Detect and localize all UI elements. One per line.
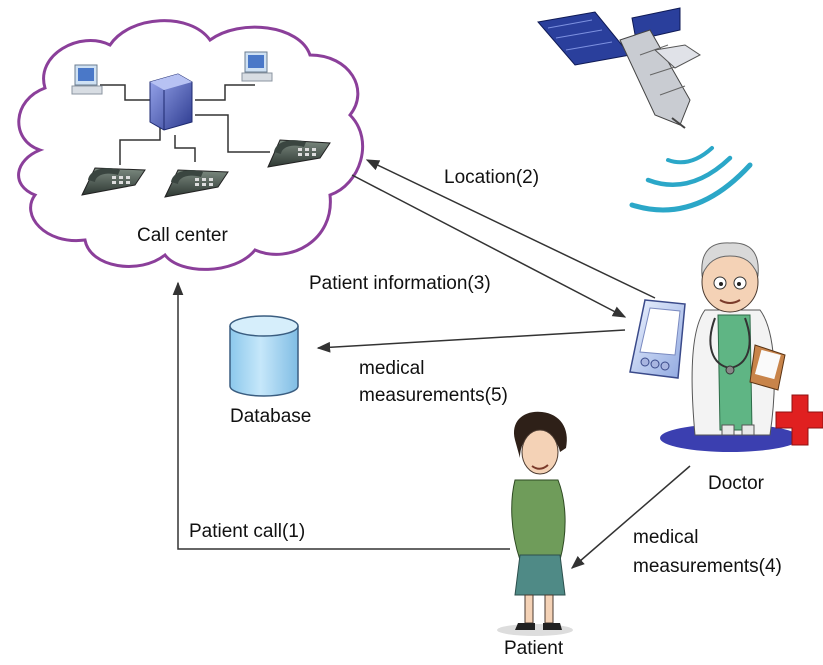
signal-waves-icon [629,146,753,213]
medical-measurements-4-line2: measurements(4) [633,556,782,577]
telephone-icon [164,169,229,198]
arrow-location [365,159,656,299]
patient-call-label: Patient call(1) [189,521,306,542]
arrow-measurements-4 [570,465,691,569]
telephone-icon [81,167,146,196]
arrow-measurements-5 [316,329,626,353]
red-cross-icon [775,394,823,446]
telephone-icon [267,139,331,168]
pda-icon [629,299,686,379]
patient-figure [497,411,573,636]
network-lines [100,84,270,165]
computer-icon [241,51,273,82]
database-label: Database [230,406,312,427]
satellite-icon [537,7,701,129]
doctor-figure [660,242,800,452]
arrow-patient-information [351,174,627,318]
location-label: Location(2) [444,167,540,188]
doctor-label: Doctor [708,473,764,494]
arrow-patient-call [172,281,510,550]
call-center-cloud [17,19,365,271]
database-cylinder-icon [229,315,299,397]
server-icon [149,73,193,131]
medical-measurements-5-line2: measurements(5) [359,385,508,406]
medical-measurements-5-line1: medical [359,358,425,379]
arrows [172,159,691,569]
call-center-label: Call center [137,225,228,246]
computer-icon [71,64,103,95]
patient-label: Patient [504,638,564,659]
medical-measurements-4-line1: medical [633,527,699,548]
patient-information-label: Patient information(3) [309,273,491,294]
